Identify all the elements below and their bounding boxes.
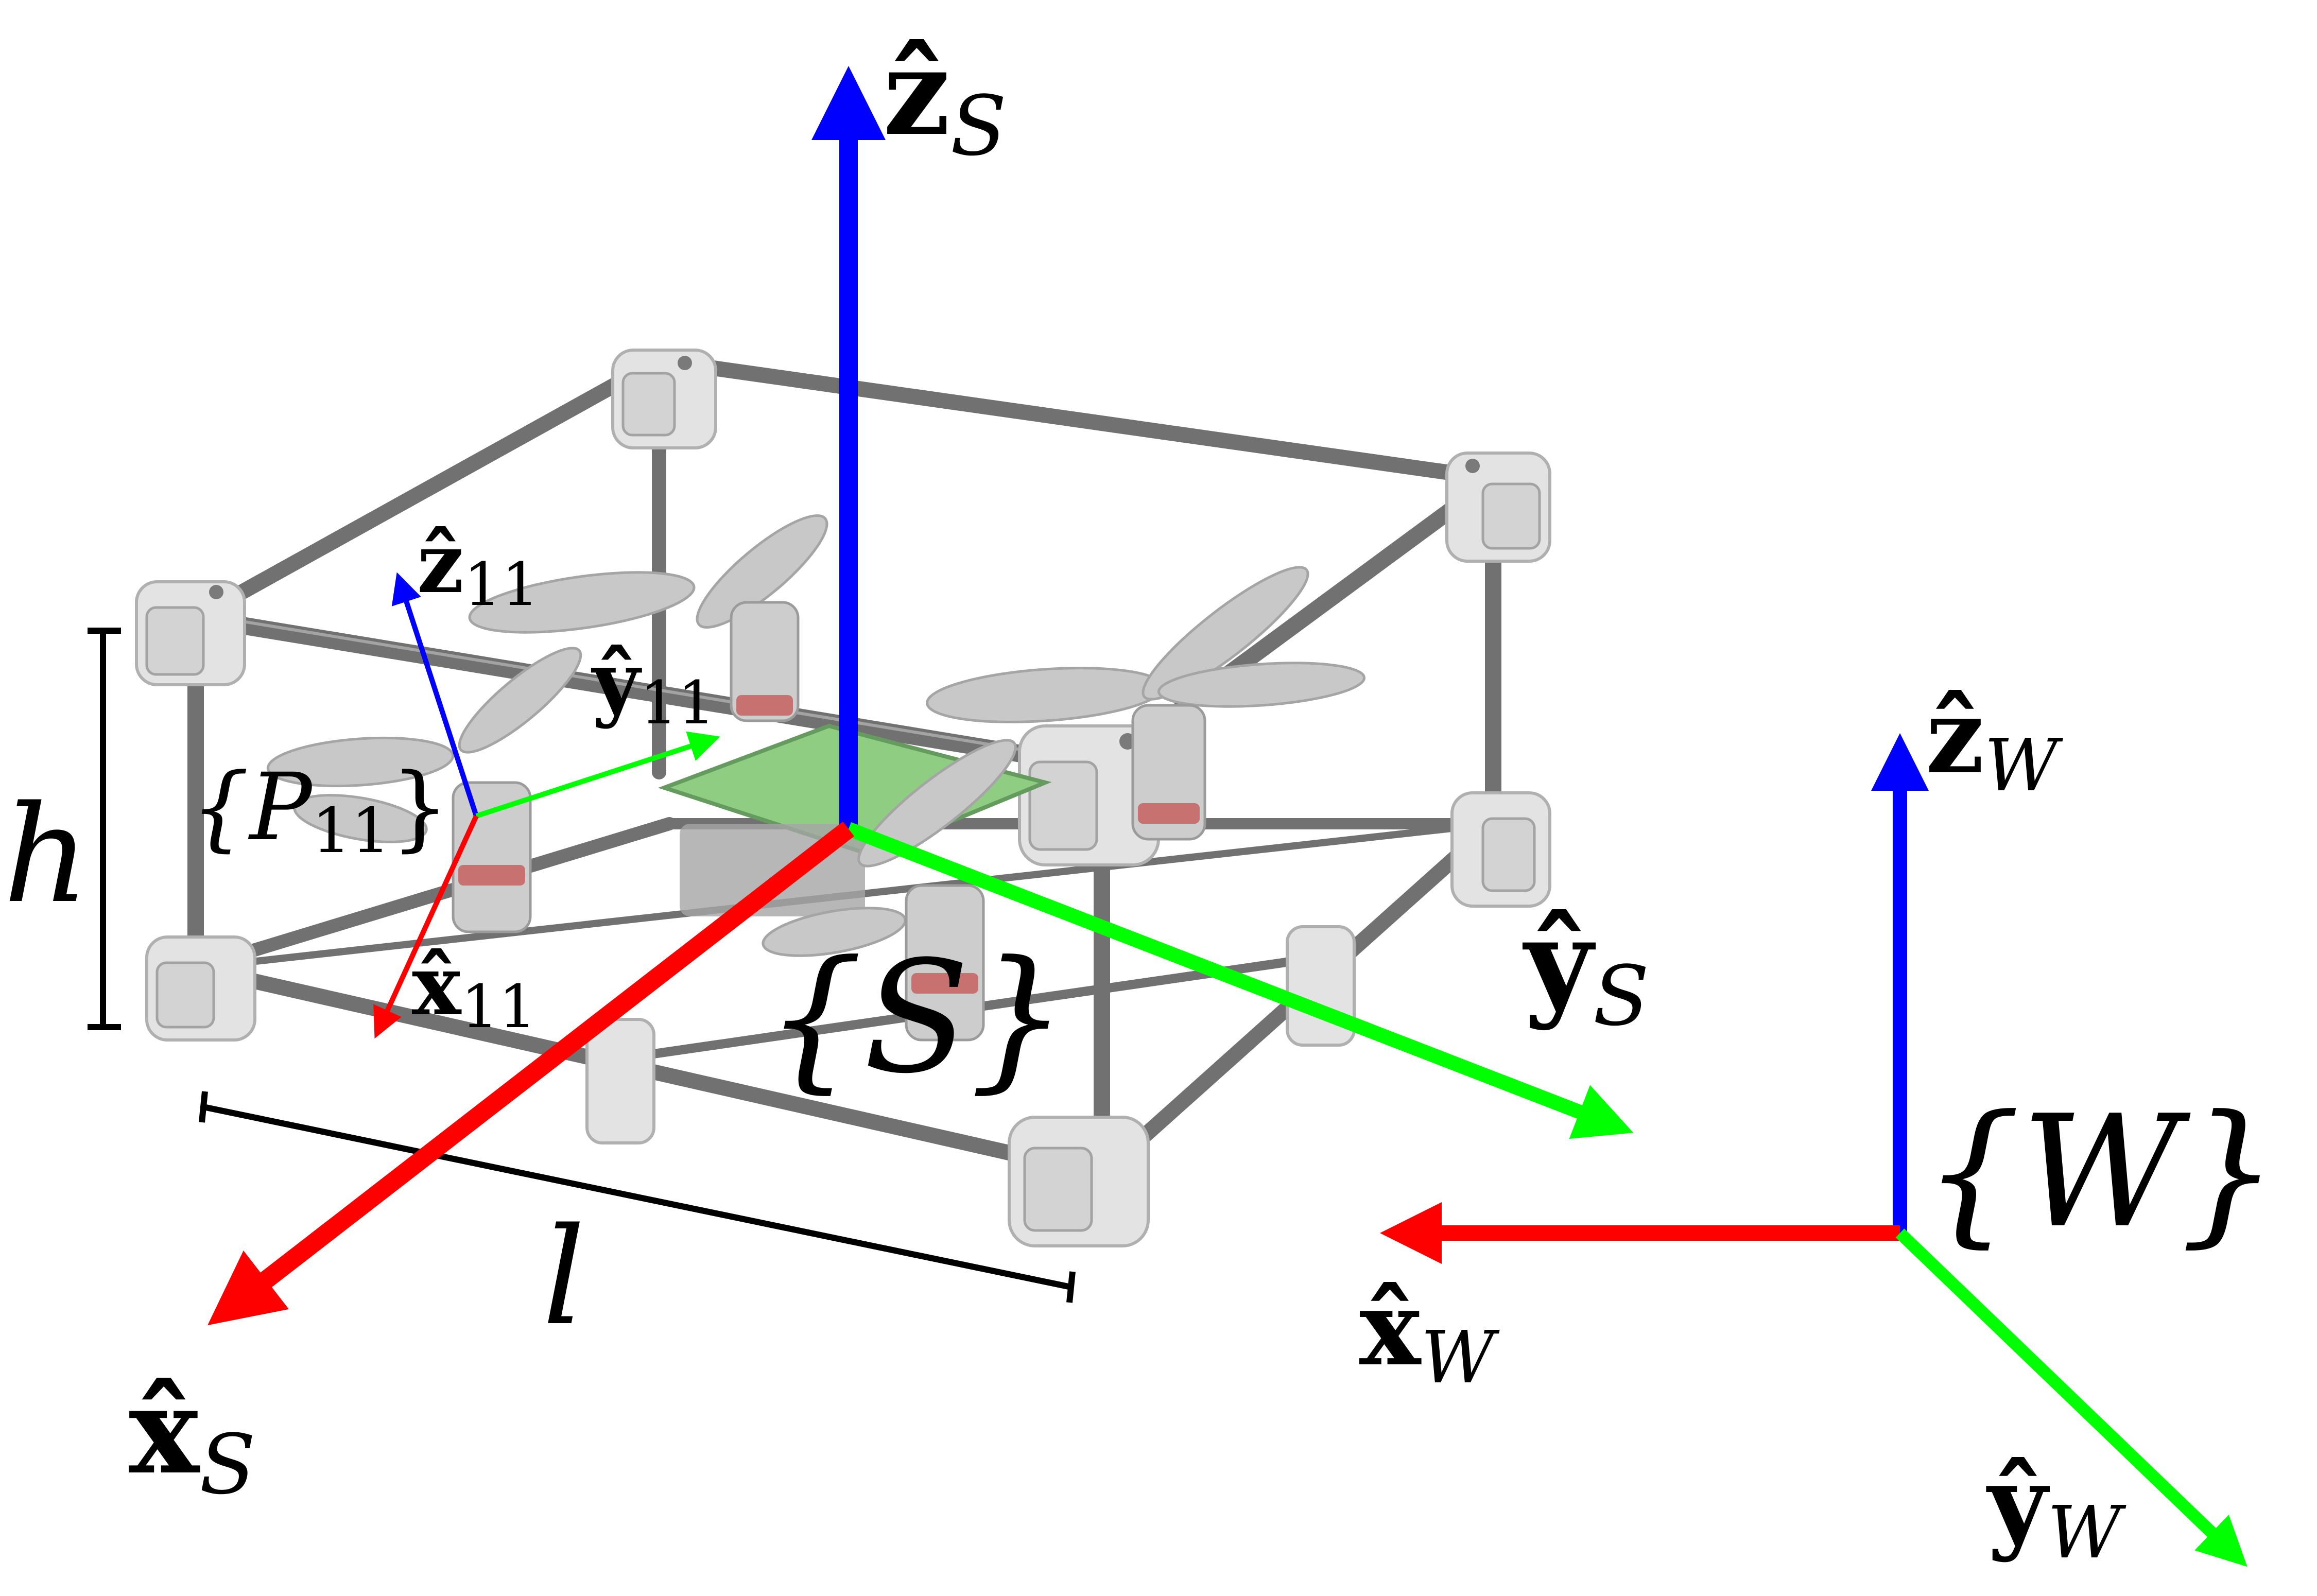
height-dimension: h — [3, 628, 121, 1030]
p11-z-axis-label: ẑ11 — [417, 515, 539, 619]
propeller-icon — [266, 647, 582, 933]
node-top-right — [1445, 452, 1551, 563]
propeller-icon — [762, 739, 1017, 1042]
w-frame-label: {W} — [1923, 1082, 2278, 1262]
s-y-axis-label: ŷS — [1522, 893, 1649, 1044]
p11-x-axis — [373, 814, 479, 1039]
node-top-back — [611, 349, 717, 449]
node-mid-front — [585, 1018, 655, 1144]
p11-y-axis-label: ŷ11 — [591, 633, 715, 738]
frame-w: ẑW x̂W ŷW {W} — [1359, 676, 2278, 1575]
node-bottom-right — [1450, 791, 1551, 908]
length-label: l — [542, 1200, 585, 1355]
height-label: h — [3, 777, 89, 933]
length-dimension: l — [199, 1091, 1076, 1355]
w-y-axis — [1895, 1228, 2247, 1567]
node-bottom-front — [1008, 1116, 1150, 1247]
s-x-axis-label: x̂S — [129, 1362, 256, 1513]
node-bottom-left — [145, 935, 256, 1042]
s-frame-label: {S} — [765, 928, 1067, 1107]
w-z-axis-label: ẑW — [1926, 676, 2064, 808]
p11-z-axis — [391, 572, 479, 817]
s-y-axis — [845, 822, 1634, 1139]
p11-frame-label: {P11} — [191, 754, 449, 867]
s-x-axis — [208, 821, 855, 1326]
node-top-left — [135, 580, 246, 686]
frame-p11: ẑ11 ŷ11 x̂11 {P11} — [191, 515, 720, 1042]
p11-x-axis-label: x̂11 — [412, 937, 537, 1042]
w-x-axis-label: x̂W — [1359, 1268, 1500, 1400]
s-z-axis-label: ẑS — [883, 23, 1007, 174]
frame-s: ẑS ŷS x̂S {S} — [129, 23, 1649, 1513]
w-y-axis-label: ŷW — [1986, 1443, 2126, 1575]
propeller-icon — [926, 566, 1366, 841]
propeller-icon — [468, 514, 828, 722]
caged-quadrotor-icon — [135, 349, 1551, 1247]
p11-y-axis — [475, 731, 720, 819]
